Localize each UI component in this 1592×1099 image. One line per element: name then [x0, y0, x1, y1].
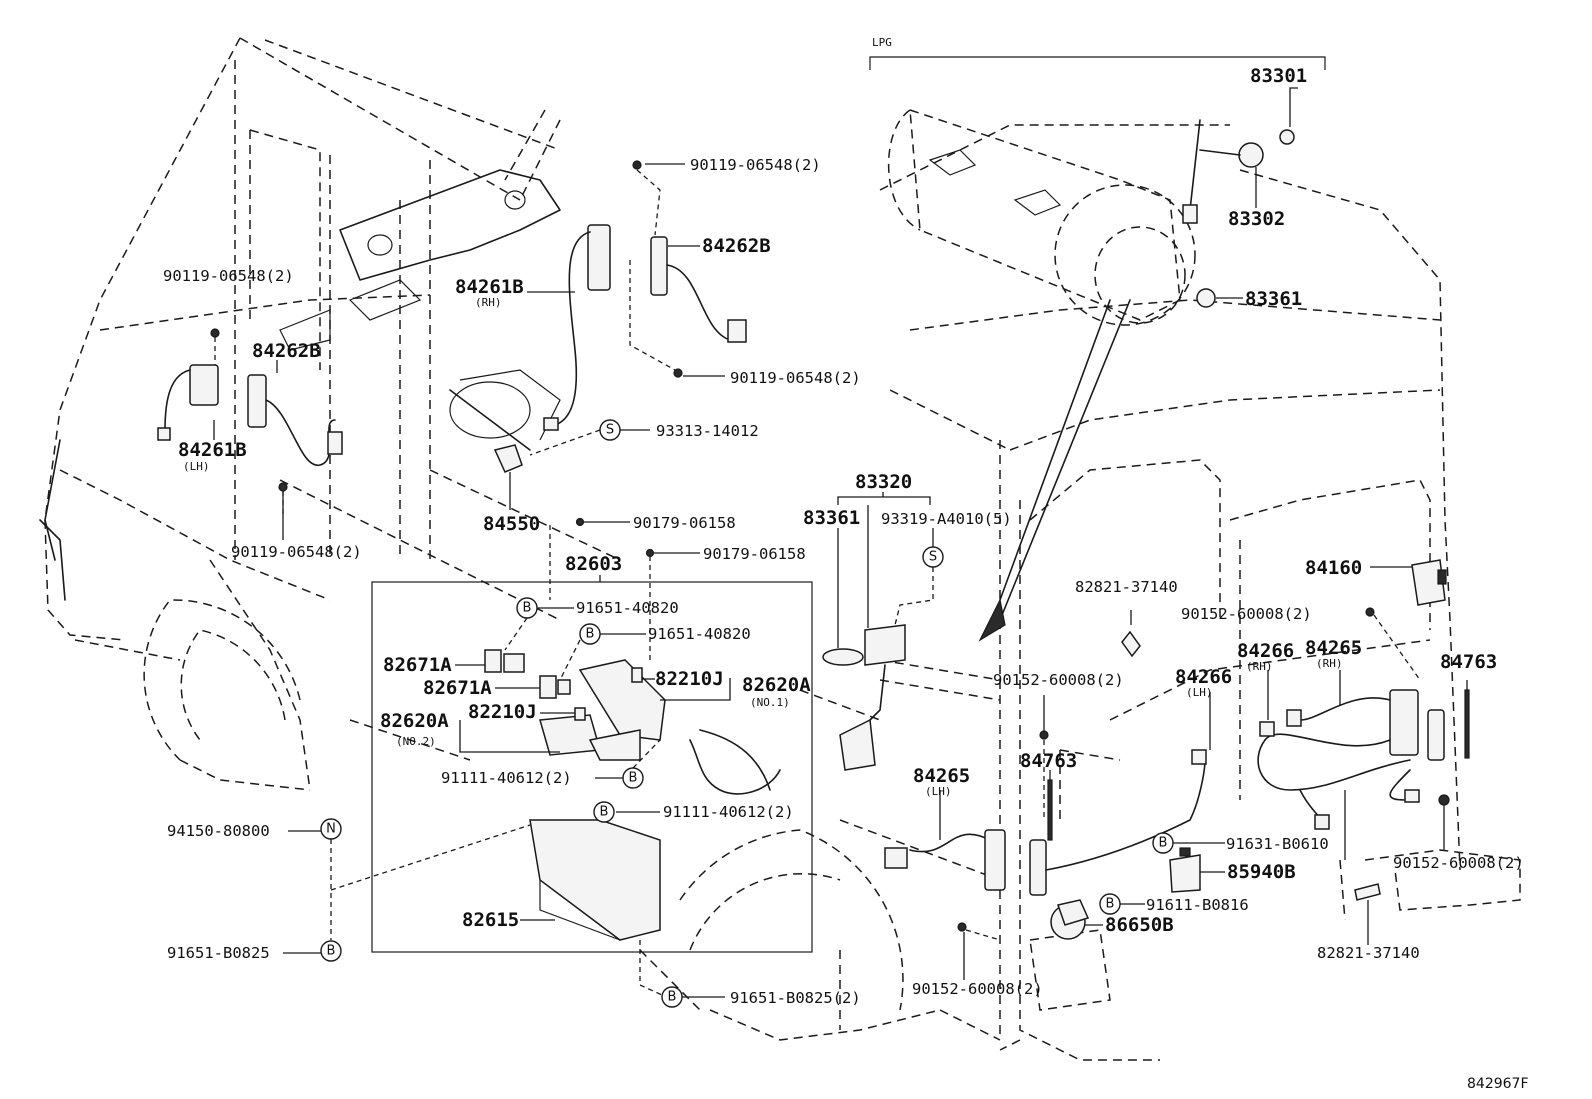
symbol-b-7: B — [1159, 836, 1168, 851]
lpg-label: LPG — [872, 36, 892, 49]
label-91111-a: 91111-40612(2) — [441, 769, 572, 787]
left-vehicle-body — [39, 37, 621, 791]
part-labels: 83301 83302 83361 90119-06548(2) 84262B … — [163, 65, 1529, 1092]
label-82671a-2: 82671A — [423, 677, 492, 699]
label-90119-b: 90119-06548(2) — [163, 267, 294, 285]
label-91611: 91611-B0816 — [1146, 896, 1249, 914]
label-84266-lh: 84266 — [1175, 666, 1232, 688]
label-rh2: (RH) — [1246, 660, 1273, 673]
symbol-b-5: B — [327, 944, 336, 959]
label-84262b-left: 84262B — [252, 340, 321, 362]
symbol-b-2: B — [586, 627, 595, 642]
symbol-b-3: B — [629, 771, 638, 786]
symbol-b-4: B — [600, 805, 609, 820]
label-90119-c: 90119-06548(2) — [730, 369, 861, 387]
dashboard — [279, 169, 561, 451]
label-83361a: 83361 — [1245, 288, 1302, 310]
label-82821-b: 82821-37140 — [1317, 944, 1420, 962]
label-lh1: (LH) — [183, 460, 210, 473]
label-90119-a: 90119-06548(2) — [690, 156, 821, 174]
label-lh2: (LH) — [1186, 686, 1213, 699]
switch-lh-assembly — [157, 328, 343, 540]
label-lh3: (LH) — [925, 785, 952, 798]
label-84763-b: 84763 — [1020, 750, 1077, 772]
ecu-group-box — [371, 575, 813, 953]
label-91651-a: 91651-40820 — [576, 599, 679, 617]
label-86650b: 86650B — [1105, 914, 1174, 936]
label-82620a-2: 82620A — [380, 710, 449, 732]
label-84265-lh: 84265 — [913, 765, 970, 787]
label-85940b: 85940B — [1227, 861, 1296, 883]
label-84160: 84160 — [1305, 557, 1362, 579]
symbol-b-1: B — [523, 601, 532, 616]
label-83302: 83302 — [1228, 208, 1285, 230]
right-electrical — [884, 559, 1470, 980]
switch-rh-assembly — [527, 160, 747, 431]
bolts-bottom-left — [283, 818, 725, 1008]
label-91631: 91631-B0610 — [1226, 835, 1329, 853]
label-90152-a: 90152-60008(2) — [1181, 605, 1312, 623]
symbol-b-8: B — [1106, 897, 1115, 912]
screws-90179 — [549, 517, 700, 660]
label-83301: 83301 — [1250, 65, 1307, 87]
lpg-group: LPG — [869, 36, 1326, 70]
lpg-tank — [887, 108, 1196, 642]
label-84550: 84550 — [483, 513, 540, 535]
label-90152-d: 90152-60008(2) — [912, 980, 1043, 998]
label-82603: 82603 — [565, 553, 622, 575]
label-84265-rh: 84265 — [1305, 637, 1362, 659]
label-82671a-1: 82671A — [383, 654, 452, 676]
label-90179-b: 90179-06158 — [703, 545, 806, 563]
switch-84550 — [493, 419, 650, 510]
label-rh3: (RH) — [1316, 657, 1343, 670]
symbol-b-6: B — [668, 990, 677, 1005]
label-84262b-top: 84262B — [702, 235, 771, 257]
label-93319: 93319-A4010(5) — [881, 510, 1012, 528]
reference-number: 842967F — [1467, 1076, 1529, 1092]
label-93313: 93313-14012 — [656, 422, 759, 440]
label-84261b-rh: 84261B — [455, 276, 524, 298]
label-rh1: (RH) — [475, 296, 502, 309]
label-82615: 82615 — [462, 909, 519, 931]
symbol-s-2: S — [929, 550, 937, 565]
label-83361b: 83361 — [803, 507, 860, 529]
label-91651-b: 91651-40820 — [648, 625, 751, 643]
label-91651-d: 91651-B0825(2) — [730, 989, 861, 1007]
label-94150: 94150-80800 — [167, 822, 270, 840]
symbol-n: N — [326, 822, 336, 837]
symbol-s-1: S — [606, 423, 614, 438]
label-84266-rh: 84266 — [1237, 640, 1294, 662]
label-82821-a: 82821-37140 — [1075, 578, 1178, 596]
label-84763-a: 84763 — [1440, 651, 1497, 673]
fuel-sender-assembly — [1182, 87, 1298, 308]
label-90152-c: 90152-60008(2) — [1393, 854, 1524, 872]
label-84261b-lh: 84261B — [178, 439, 247, 461]
label-90119-d: 90119-06548(2) — [231, 543, 362, 561]
label-90179-a: 90179-06158 — [633, 514, 736, 532]
label-82210j-1: 82210J — [655, 668, 724, 690]
label-83320: 83320 — [855, 471, 912, 493]
label-91651-c: 91651-B0825 — [167, 944, 270, 962]
label-82210j-2: 82210J — [468, 701, 537, 723]
label-no2: (NO.2) — [396, 735, 436, 748]
ecu-parts — [455, 597, 781, 941]
fuel-gauge-83320 — [822, 492, 944, 771]
label-82620a-1: 82620A — [742, 674, 811, 696]
label-no1: (NO.1) — [750, 696, 790, 709]
label-91111-b: 91111-40612(2) — [663, 803, 794, 821]
label-90152-b: 90152-60008(2) — [993, 671, 1124, 689]
